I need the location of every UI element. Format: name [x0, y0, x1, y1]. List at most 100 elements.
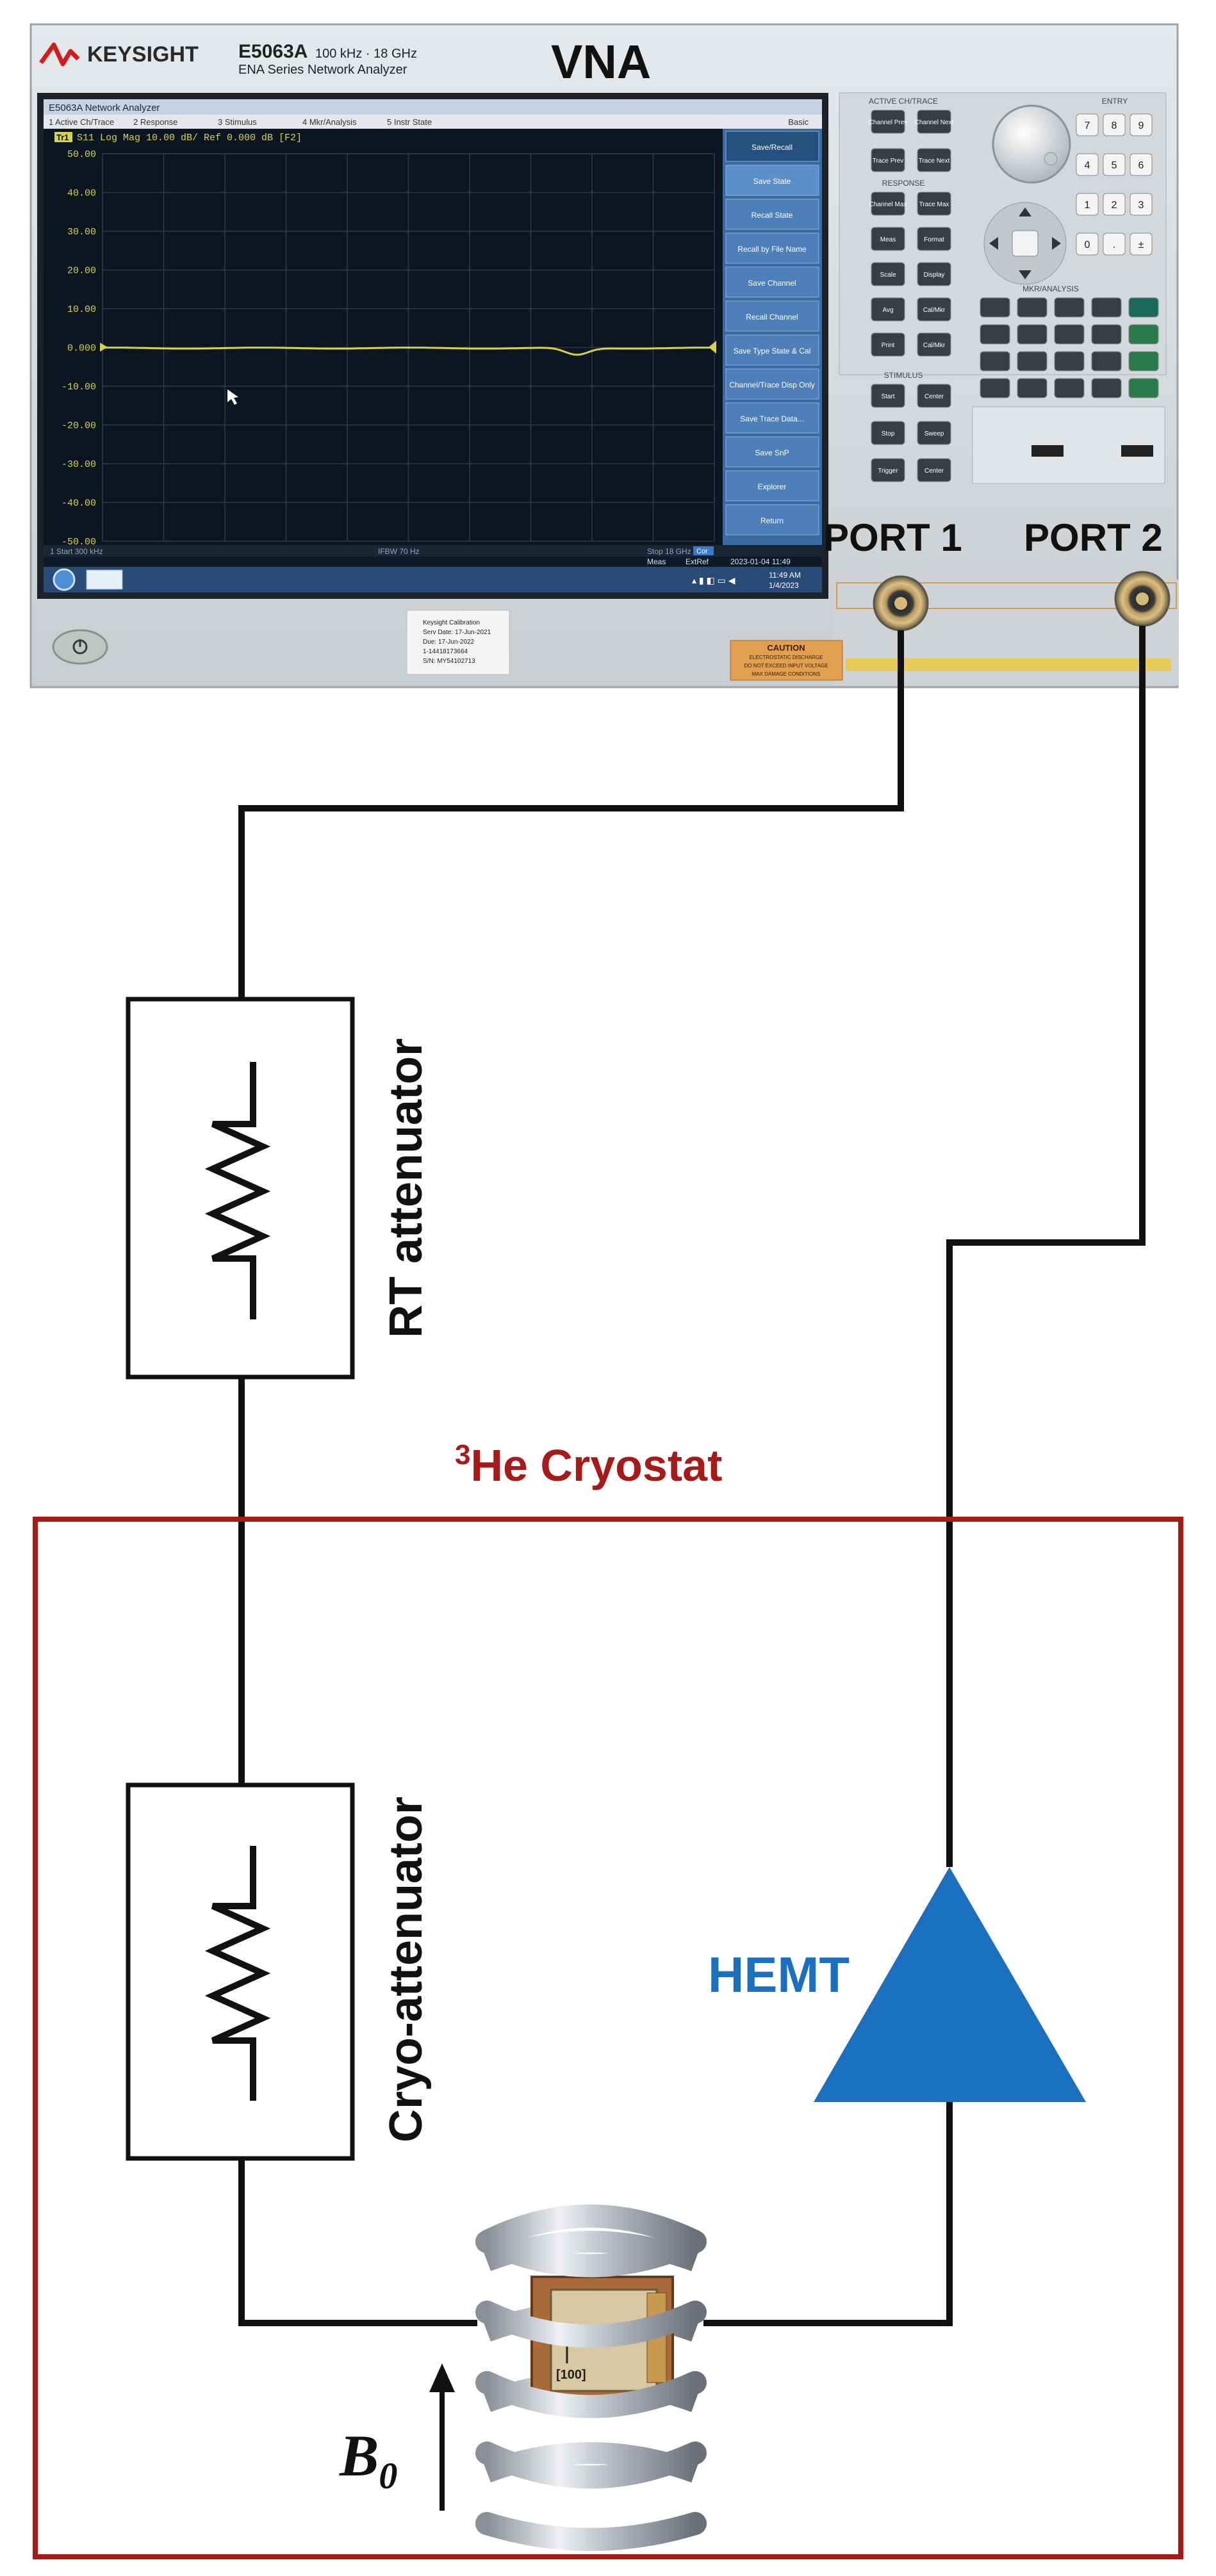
start-orb-icon[interactable]	[53, 568, 76, 591]
arrow-right-icon[interactable]	[1052, 237, 1061, 250]
mkr-button[interactable]	[1017, 351, 1048, 371]
mkr-button[interactable]	[1054, 324, 1085, 345]
softkey-button[interactable]	[725, 232, 819, 264]
panel-button-label: Center	[924, 393, 944, 400]
mkr-button[interactable]	[1054, 378, 1085, 398]
panel-button[interactable]	[917, 297, 951, 322]
menu-item[interactable]: 4 Mkr/Analysis	[302, 117, 357, 127]
panel-button[interactable]	[917, 110, 951, 134]
plot-grid	[102, 153, 715, 542]
entry-key-label: ±	[1138, 240, 1144, 250]
softkey-button[interactable]	[725, 470, 819, 501]
entry-key[interactable]	[1130, 113, 1153, 136]
status-bar	[44, 557, 822, 567]
softkey-button[interactable]	[725, 504, 819, 535]
panel-button[interactable]	[917, 332, 951, 357]
footer-stop: Stop 18 GHz	[647, 547, 691, 556]
entry-key[interactable]	[1076, 232, 1099, 256]
entry-key[interactable]	[1103, 193, 1126, 216]
panel-button[interactable]	[917, 148, 951, 172]
mkr-button[interactable]	[1091, 297, 1122, 318]
cable-sample-hemt	[703, 2102, 953, 2326]
taskbar-app-icon[interactable]	[86, 569, 123, 590]
softkey-button[interactable]	[725, 131, 819, 162]
mkr-button[interactable]	[1128, 351, 1159, 371]
mkr-button[interactable]	[1054, 351, 1085, 371]
panel-button[interactable]	[917, 227, 951, 251]
y-tick-label: -40.00	[62, 498, 96, 509]
mkr-button[interactable]	[980, 378, 1010, 398]
entry-key[interactable]	[1130, 153, 1153, 176]
panel-button[interactable]	[917, 458, 951, 482]
cryostat-sup: 3	[455, 1439, 470, 1471]
arrow-left-icon[interactable]	[989, 237, 998, 250]
mkr-button[interactable]	[980, 297, 1010, 318]
entry-key[interactable]	[1103, 232, 1126, 256]
softkey-button[interactable]	[725, 266, 819, 298]
entry-key[interactable]	[1103, 113, 1126, 136]
group-label: MKR/ANALYSIS	[1023, 284, 1079, 293]
entry-key[interactable]	[1130, 232, 1153, 256]
softkey-label: Save Channel	[748, 279, 796, 288]
mkr-button[interactable]	[1017, 324, 1048, 345]
panel-button[interactable]	[917, 384, 951, 408]
softkey-button[interactable]	[725, 300, 819, 332]
panel-button[interactable]	[871, 332, 905, 357]
entry-key[interactable]	[1076, 153, 1099, 176]
port2-label: PORT 2	[1024, 516, 1163, 559]
mkr-button[interactable]	[1091, 378, 1122, 398]
panel-button[interactable]	[871, 458, 905, 482]
menu-item[interactable]: 3 Stimulus	[218, 117, 257, 127]
softkey-button[interactable]	[725, 165, 819, 196]
entry-key[interactable]	[1076, 113, 1099, 136]
footer-ifbw: IFBW 70 Hz	[378, 547, 420, 556]
mkr-button[interactable]	[1091, 351, 1122, 371]
panel-button[interactable]	[871, 297, 905, 322]
mkr-button[interactable]	[1054, 297, 1085, 318]
panel-button-label: Scale	[880, 272, 896, 279]
mkr-button[interactable]	[980, 324, 1010, 345]
menu-item[interactable]: 2 Response	[133, 117, 177, 127]
amplifier-triangle-icon	[814, 1867, 1086, 2102]
softkey-button[interactable]	[725, 402, 819, 434]
usb-port-2[interactable]	[1121, 445, 1153, 457]
panel-button[interactable]	[917, 262, 951, 286]
softkey-button[interactable]	[725, 199, 819, 230]
entry-key[interactable]	[1103, 153, 1126, 176]
panel-button[interactable]	[871, 110, 905, 134]
rotary-knob[interactable]	[992, 104, 1071, 184]
group-label: ENTRY	[1102, 97, 1128, 106]
panel-button-label: Center	[924, 468, 944, 475]
arrow-up-icon[interactable]	[1019, 208, 1031, 216]
usb-port-1[interactable]	[1031, 445, 1064, 457]
mkr-button[interactable]	[1017, 378, 1048, 398]
mkr-button[interactable]	[1091, 324, 1122, 345]
panel-button[interactable]	[871, 384, 905, 408]
menu-item[interactable]: 5 Instr State	[387, 117, 432, 127]
port-label-strip	[846, 658, 1171, 671]
enter-key[interactable]	[1012, 230, 1039, 257]
panel-button[interactable]	[871, 192, 905, 216]
trace-label: S11 Log Mag 10.00 dB/ Ref 0.000 dB [F2]	[77, 133, 302, 143]
panel-button[interactable]	[871, 227, 905, 251]
mkr-button[interactable]	[1128, 378, 1159, 398]
mkr-button[interactable]	[980, 351, 1010, 371]
panel-button[interactable]	[871, 421, 905, 445]
panel-button[interactable]	[917, 421, 951, 445]
hemt-amplifier: HEMT	[708, 1867, 1086, 2102]
menu-item[interactable]: 1 Active Ch/Trace	[49, 117, 114, 127]
softkey-button[interactable]	[725, 436, 819, 468]
softkey-button[interactable]	[725, 334, 819, 366]
panel-button[interactable]	[871, 148, 905, 172]
freq-range-text: 100 kHz · 18 GHz	[315, 47, 417, 61]
softkey-label: Save/Recall	[752, 143, 793, 152]
mkr-button[interactable]	[1128, 297, 1159, 318]
mkr-button[interactable]	[1128, 324, 1159, 345]
mkr-button[interactable]	[1017, 297, 1048, 318]
softkey-button[interactable]	[725, 368, 819, 400]
entry-key[interactable]	[1130, 193, 1153, 216]
panel-button[interactable]	[871, 262, 905, 286]
arrow-down-icon[interactable]	[1019, 270, 1031, 279]
panel-button[interactable]	[917, 192, 951, 216]
entry-key[interactable]	[1076, 193, 1099, 216]
